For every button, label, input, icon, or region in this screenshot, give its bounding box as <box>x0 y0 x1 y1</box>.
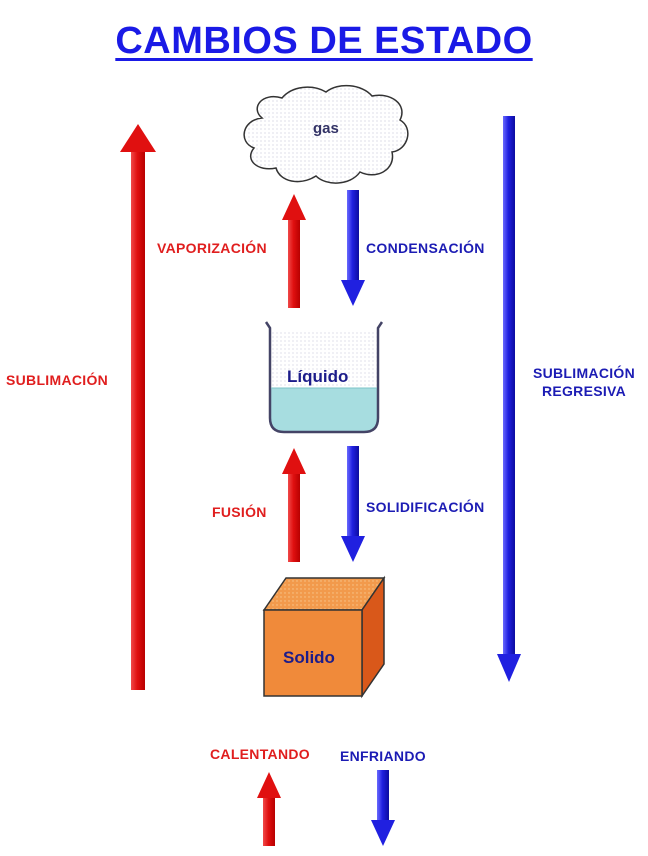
diagram-title: CAMBIOS DE ESTADO <box>115 20 533 62</box>
sublimation-arrow <box>120 124 156 690</box>
fusion-label: FUSIÓN <box>212 504 267 520</box>
sublimation-label: SUBLIMACIÓN <box>6 372 109 388</box>
condensation-arrow <box>341 190 365 306</box>
vaporization-label: VAPORIZACIÓN <box>157 240 267 256</box>
solid-cube <box>262 575 386 699</box>
gas-cloud <box>243 84 409 184</box>
solidification-arrow <box>341 446 365 562</box>
regressive-sublimation-line1: SUBLIMACIÓN <box>532 365 636 381</box>
regressive-sublimation-line2: REGRESIVA <box>541 383 627 399</box>
solid-label: Solido <box>283 648 335 667</box>
liquid-label: Líquido <box>287 367 349 386</box>
condensation-label: CONDENSACIÓN <box>366 240 485 256</box>
regressive-sublimation-arrow <box>497 116 521 682</box>
heating-label: CALENTANDO <box>210 746 310 762</box>
liquid-beaker <box>264 321 384 434</box>
heating-arrow <box>257 772 281 846</box>
vaporization-arrow <box>282 194 306 308</box>
regressive-sublimation-label: SUBLIMACIÓN REGRESIVA <box>522 364 646 400</box>
fusion-arrow <box>282 448 306 562</box>
gas-label: gas <box>313 120 339 137</box>
cooling-label: ENFRIANDO <box>340 748 426 764</box>
solidification-label: SOLIDIFICACIÓN <box>366 499 485 515</box>
cooling-arrow <box>371 770 395 846</box>
